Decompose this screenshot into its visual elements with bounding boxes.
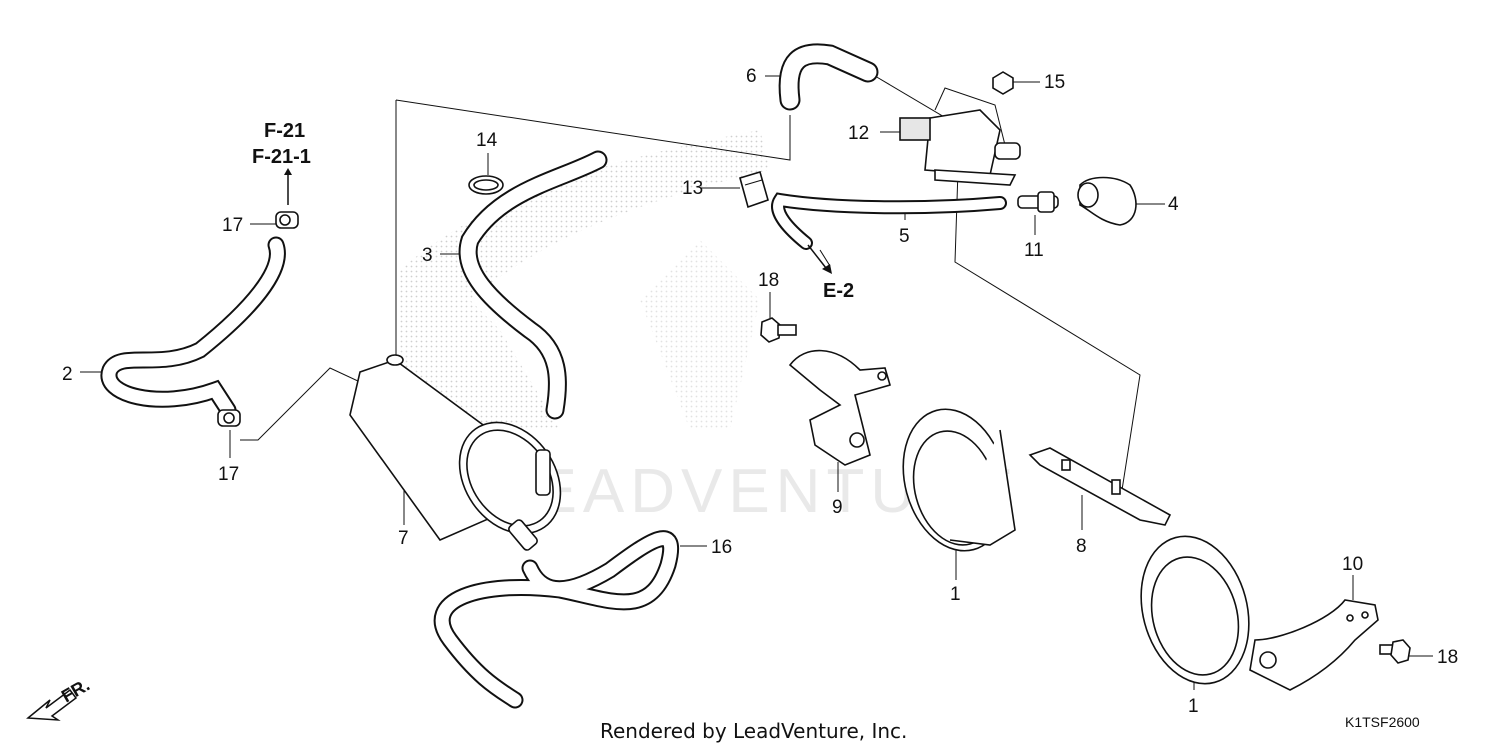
callout-9: 9 [832, 497, 843, 518]
hose-part-2 [100, 236, 286, 419]
callout-12: 12 [848, 123, 869, 144]
callout-15: 15 [1044, 72, 1065, 93]
clip-part-17-top [275, 211, 299, 229]
bolt-part-18-upper [760, 317, 797, 343]
reference-f21-1: F-21-1 [252, 146, 311, 168]
watermark-wing [400, 130, 770, 430]
solenoid-valve-part-12 [899, 109, 1021, 186]
reference-arrow-e2 [807, 244, 832, 274]
callout-17-top: 17 [222, 215, 243, 236]
callout-8: 8 [1076, 536, 1087, 557]
callout-5: 5 [899, 226, 910, 247]
callout-6: 6 [746, 66, 757, 87]
callout-1-right: 1 [1188, 696, 1199, 717]
plate-part-8 [1028, 447, 1172, 526]
callout-7: 7 [398, 528, 409, 549]
clip-part-13 [739, 171, 769, 209]
fitting-part-11 [1017, 191, 1059, 213]
callout-14: 14 [476, 130, 498, 151]
callout-4: 4 [1168, 194, 1179, 215]
footer-credit: Rendered by LeadVenture, Inc. [600, 719, 907, 743]
callout-18-lower: 18 [1437, 647, 1458, 668]
bolt-part-18-lower [1379, 639, 1411, 664]
clamp-part-14 [468, 175, 504, 195]
diagram-code: K1TSF2600 [1345, 714, 1420, 730]
callout-16: 16 [711, 537, 732, 558]
callout-3: 3 [422, 245, 433, 266]
callout-17-bottom: 17 [218, 464, 239, 485]
canister-part-7 [349, 354, 562, 551]
nut-part-15 [992, 71, 1014, 95]
clip-part-17-bottom [217, 409, 241, 427]
reference-f21: F-21 [264, 120, 305, 142]
bracket-part-9 [788, 349, 891, 466]
band-part-1-middle [902, 408, 1016, 552]
callout-11: 11 [1024, 240, 1044, 261]
callout-13: 13 [682, 178, 703, 199]
band-part-1-right [1140, 535, 1250, 685]
callout-2: 2 [62, 364, 73, 385]
front-direction-arrow [26, 688, 78, 721]
callout-1-middle: 1 [950, 584, 961, 605]
cap-part-4 [1077, 176, 1137, 226]
callout-18-upper: 18 [758, 270, 779, 291]
callout-10: 10 [1342, 554, 1363, 575]
reference-arrow-f21 [284, 168, 292, 205]
bracket-part-10 [1249, 599, 1379, 691]
reference-e2: E-2 [823, 280, 854, 302]
